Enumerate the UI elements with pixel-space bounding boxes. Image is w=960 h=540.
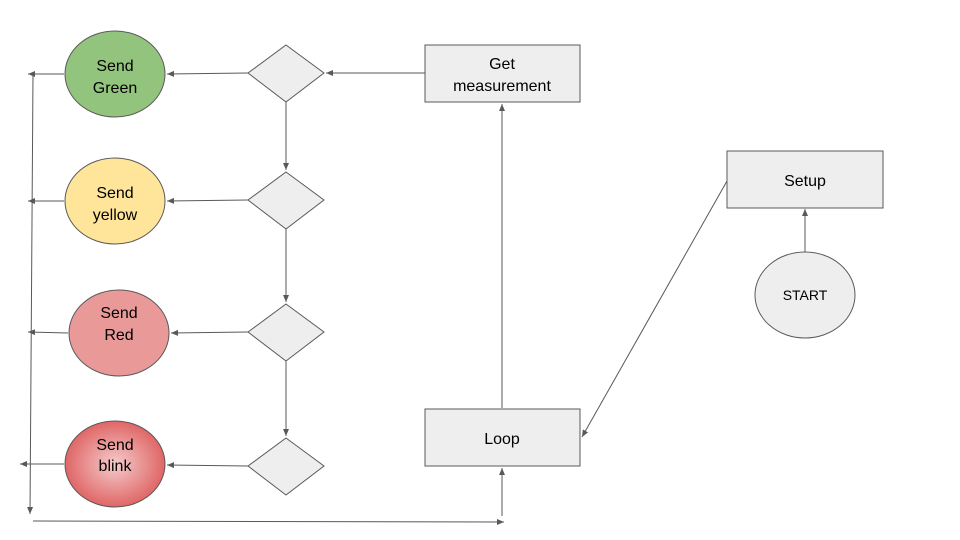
send-green-shape (64, 30, 166, 118)
get-measurement-line1: Get (489, 56, 515, 73)
send-red-node: Send Red (68, 289, 170, 377)
edge-sendred-out (27, 329, 69, 336)
setup-node: Setup (726, 150, 884, 209)
send-blink-node: Send blink (64, 420, 166, 508)
send-red-line1: Send (100, 305, 137, 322)
decision-diamond-3 (247, 303, 325, 362)
send-green-line1: Send (96, 58, 133, 75)
edge-bottom-rail (32, 518, 505, 525)
send-blink-line2: blink (99, 458, 133, 475)
send-yellow-node: Send yellow (64, 157, 166, 245)
decision-diamond-2 (247, 171, 325, 230)
loop-box (424, 408, 581, 467)
edge-diamond4-to-sendblink (166, 462, 249, 469)
decision-diamond-4 (247, 437, 325, 496)
get-measurement-node: Get measurement (424, 44, 581, 103)
get-measurement-line2: measurement (453, 78, 551, 95)
loop-label: Loop (484, 431, 520, 448)
get-measurement-box (424, 44, 581, 103)
edge-setup-to-loop (581, 180, 728, 438)
setup-label: Setup (784, 173, 826, 190)
send-yellow-line1: Send (96, 185, 133, 202)
loop-node: Loop (424, 408, 581, 467)
send-blink-line1: Send (96, 437, 133, 454)
setup-box (726, 150, 884, 209)
send-red-shape (68, 289, 170, 377)
start-node: START (754, 251, 856, 339)
send-blink-shape (64, 420, 166, 508)
send-yellow-shape (64, 157, 166, 245)
edge-left-rail (27, 73, 34, 515)
decision-diamonds (247, 44, 325, 496)
send-green-node: Send Green (64, 30, 166, 118)
start-label: START (783, 287, 828, 303)
send-yellow-line2: yellow (93, 207, 138, 224)
send-green-line2: Green (93, 80, 137, 97)
send-red-line2: Red (104, 327, 133, 344)
start-shape (754, 251, 856, 339)
edge-diamond3-to-sendred (170, 329, 249, 336)
edge-diamond1-to-sendgreen (166, 70, 249, 77)
edge-diamond2-to-sendyellow (166, 197, 249, 204)
edges (20, 70, 808, 525)
decision-diamond-1 (247, 44, 325, 103)
